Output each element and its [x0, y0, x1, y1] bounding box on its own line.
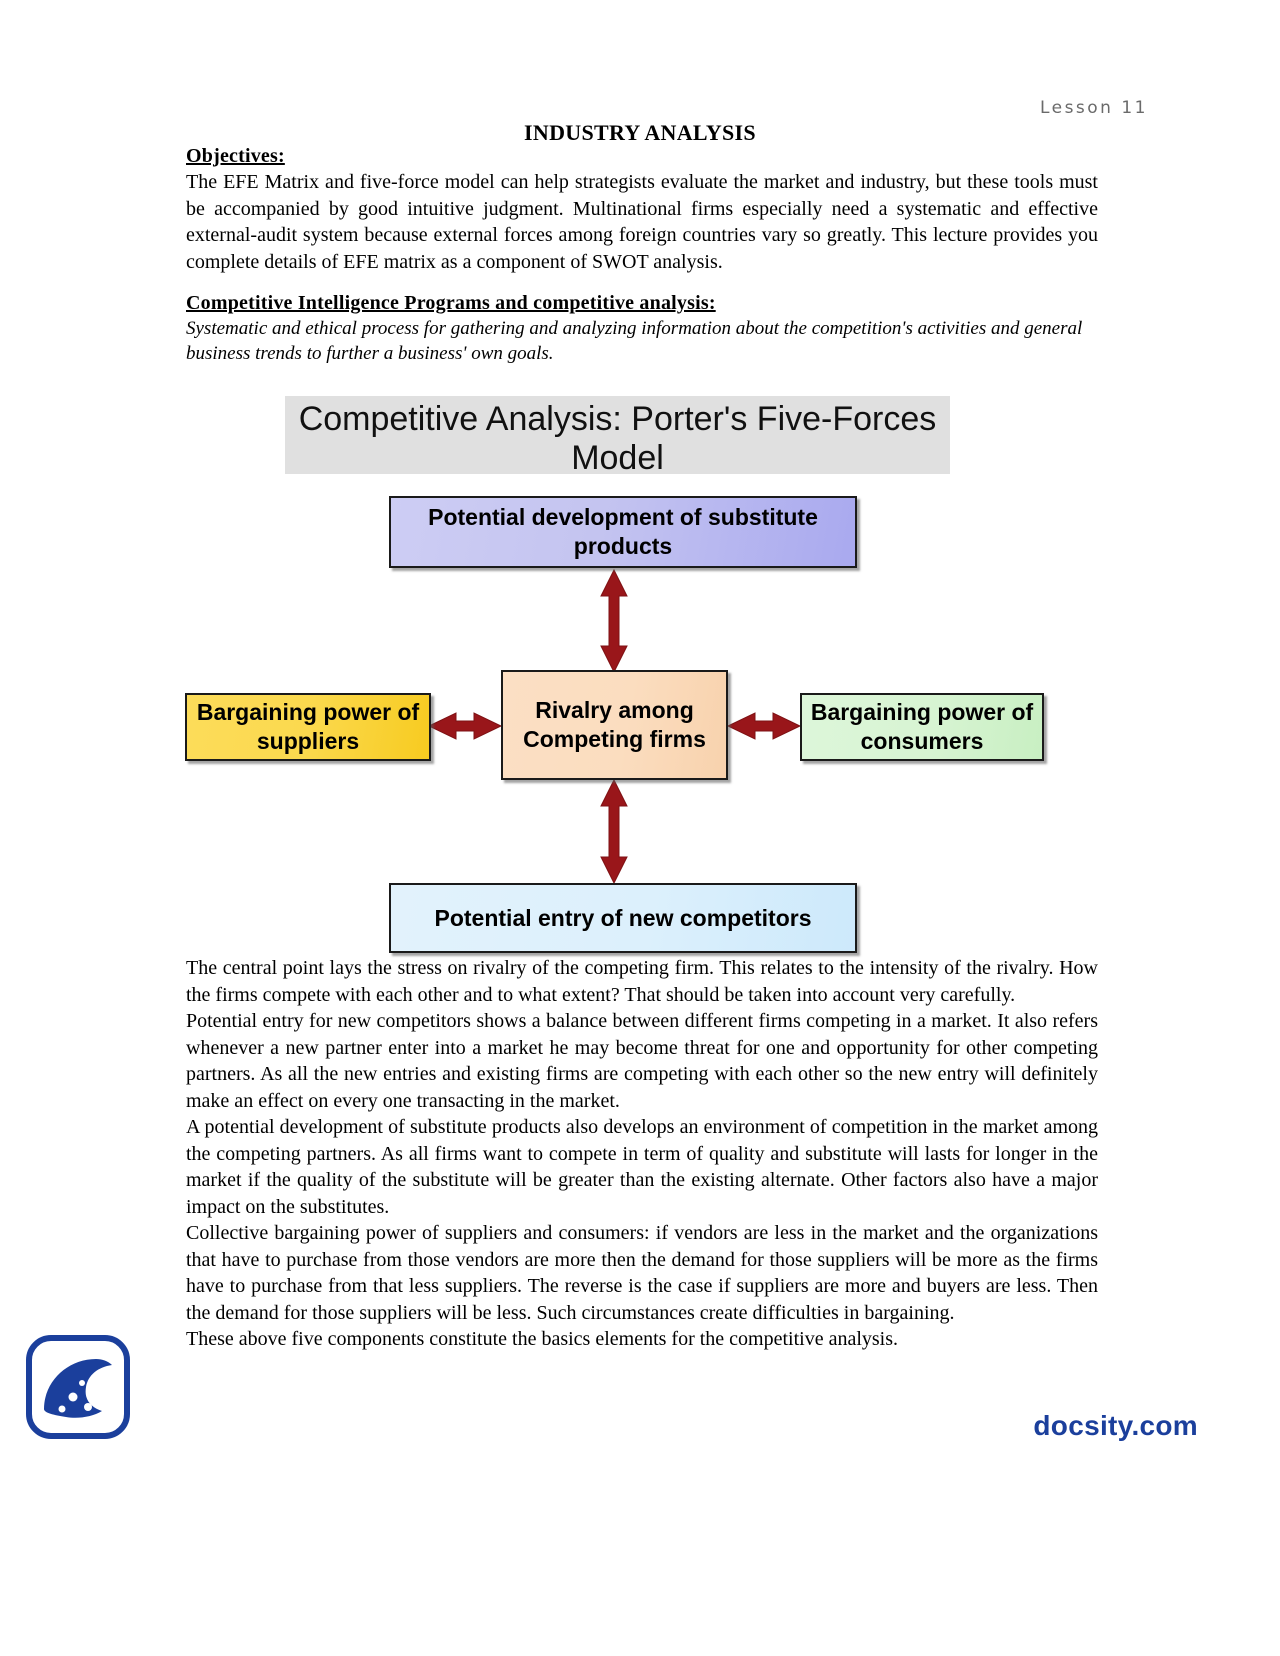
node-rivalry-among-competing-firms: Rivalry among Competing firms — [501, 670, 728, 780]
objectives-body: The EFE Matrix and five-force model can … — [186, 171, 1098, 273]
objectives-heading: Objectives: — [186, 145, 285, 167]
diagram-title: Competitive Analysis: Porter's Five-Forc… — [285, 396, 950, 477]
paragraph: A potential development of substitute pr… — [186, 1116, 1098, 1218]
docsity-logo-icon — [26, 1335, 130, 1439]
node-potential-entry-of-new-competitors: Potential entry of new competitors — [389, 883, 857, 953]
objectives-section: Objectives: The EFE Matrix and five-forc… — [186, 145, 1098, 275]
competitive-intelligence-heading: Competitive Intelligence Programs and co… — [186, 292, 716, 314]
paragraph: These above five components constitute t… — [186, 1328, 899, 1350]
lesson-tag: Lesson 11 — [1039, 98, 1148, 118]
page-title: INDUSTRY ANALYSIS — [524, 120, 756, 145]
explanatory-paragraphs: The central point lays the stress on riv… — [186, 955, 1098, 1353]
porters-five-forces-diagram: Competitive Analysis: Porter's Five-Forc… — [0, 388, 1280, 958]
paragraph: Potential entry for new competitors show… — [186, 1010, 1098, 1112]
docsity-url: docsity.com — [1033, 1410, 1198, 1441]
node-bargaining-power-of-suppliers: Bargaining power of suppliers — [185, 693, 431, 761]
paragraph: Collective bargaining power of suppliers… — [186, 1222, 1098, 1324]
competitive-intelligence-body: Systematic and ethical process for gathe… — [186, 318, 1083, 364]
node-potential-development-of-substitute-products: Potential development of substitute prod… — [389, 496, 857, 568]
paragraph: The central point lays the stress on riv… — [186, 957, 1098, 1006]
competitive-intelligence-section: Competitive Intelligence Programs and co… — [186, 292, 1098, 366]
node-bargaining-power-of-consumers: Bargaining power of consumers — [800, 693, 1044, 761]
